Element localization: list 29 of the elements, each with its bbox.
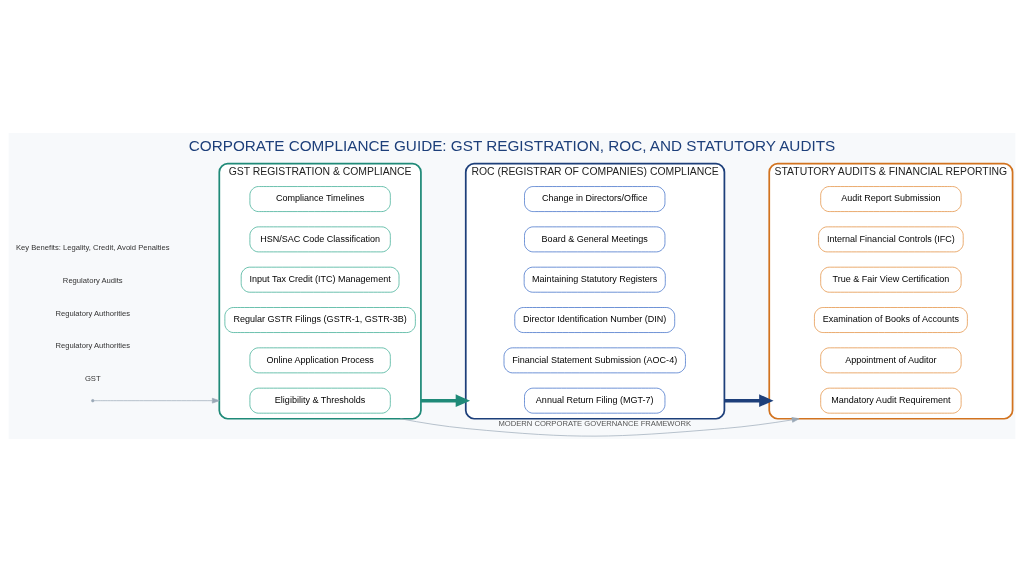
- node-box: Input Tax Credit (ITC) Management: [240, 266, 400, 293]
- edge-label: MODERN CORPORATE GOVERNANCE FRAMEWORK: [498, 419, 692, 429]
- label: Regulatory Authorities: [55, 341, 131, 351]
- node-box: Audit Report Submission: [820, 186, 962, 212]
- node-box: Appointment of Auditor: [820, 347, 962, 374]
- node-box: Compliance Timelines: [249, 186, 391, 212]
- arrow: [93, 397, 220, 404]
- node-box: Change in Directors/Office: [524, 186, 666, 212]
- node-box: Eligibility & Thresholds: [249, 387, 391, 414]
- label: GST: [84, 374, 101, 384]
- diagram-title: CORPORATE COMPLIANCE GUIDE: GST REGISTRATION, ROC, AND STATUTORY AUDITS: [188, 136, 836, 154]
- label: Regulatory Authorities: [55, 308, 131, 318]
- node-box: Director Identification Number (DIN): [514, 307, 676, 333]
- node-box: Maintaining Statutory Registers: [523, 266, 666, 293]
- arrow: [400, 417, 800, 437]
- label: Regulatory Audits: [62, 276, 123, 286]
- arrow: [420, 394, 471, 407]
- node-box: Annual Return Filing (MGT-7): [524, 387, 666, 414]
- node-box: Board & General Meetings: [524, 226, 666, 253]
- label: Key Benefits: Legality, Credit, Avoid Penalties: [15, 243, 170, 253]
- node-box: Online Application Process: [249, 347, 391, 374]
- node-box: True & Fair View Certification: [820, 266, 962, 293]
- node-box: HSN/SAC Code Classification: [249, 226, 391, 253]
- node-box: Mandatory Audit Requirement: [820, 387, 962, 414]
- node-box: Examination of Books of Accounts: [814, 307, 968, 333]
- arrow: [724, 394, 774, 407]
- node-box: Regular GSTR Filings (GSTR-1, GSTR-3B): [224, 307, 416, 333]
- node-box: Financial Statement Submission (AOC-4): [503, 347, 686, 374]
- node-box: Internal Financial Controls (IFC): [818, 226, 964, 253]
